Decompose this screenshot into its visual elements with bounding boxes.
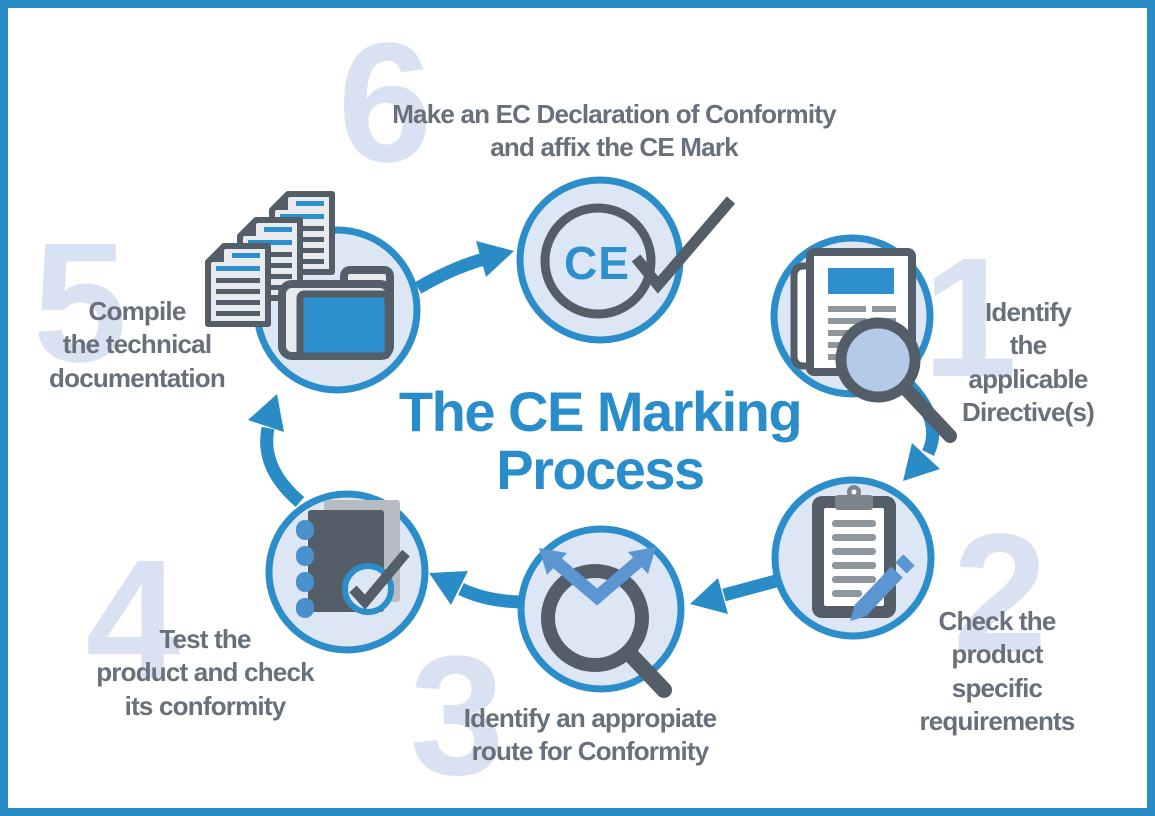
- step-2-watermark-number: 2: [952, 499, 1048, 689]
- documents-folder-icon: [205, 191, 394, 360]
- step-3-watermark-number: 3: [409, 621, 505, 811]
- folder: [278, 266, 394, 360]
- step-4-label: Test the product and check its conformit…: [96, 624, 314, 721]
- step-5-watermark-number: 5: [32, 208, 128, 398]
- step-6-label: Make an EC Declaration of Conformity and…: [392, 99, 836, 163]
- step-6-watermark-number: 6: [337, 8, 433, 198]
- step-4-watermark-number: 4: [85, 525, 181, 715]
- step-1-label: Identify the applicable Directive(s): [961, 297, 1095, 427]
- clipboard-pencil-icon: [812, 485, 915, 621]
- magnifier-route-arrows-icon: [539, 547, 672, 698]
- diagram-title: The CE Marking Process: [398, 380, 803, 502]
- ce-mark-text: CE: [564, 237, 630, 289]
- arrow-step3-to-step4: [429, 571, 521, 609]
- ce-mark-checkmark-icon: CE: [540, 196, 736, 319]
- newspaper-magnifier-icon: [790, 248, 957, 443]
- step-5-label: Compile the technical documentation: [49, 296, 226, 393]
- step-2-label: Check the product specific requirements: [919, 606, 1075, 736]
- arrow-step5-to-step6: [414, 241, 514, 294]
- document-sheet: [205, 243, 271, 327]
- step-3-label: Identify an appropiate route for Conform…: [463, 703, 717, 767]
- arrow-step2-to-step3: [690, 574, 778, 614]
- notebook-checkmark-icon: [296, 500, 410, 618]
- arrow-step4-to-step5: [248, 394, 305, 507]
- step-1-watermark-number: 1: [922, 223, 1018, 413]
